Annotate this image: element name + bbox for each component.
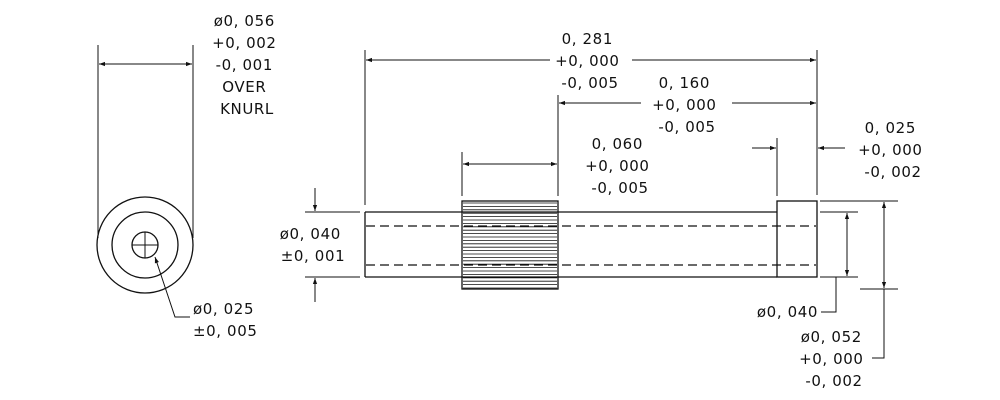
overall-length-label: 0, 281 +0, 000 -0, 005 — [555, 30, 625, 92]
knurl-dia-label: ø0, 056 +0, 002 -0, 001 OVER KNURL — [212, 12, 282, 118]
middle-circle — [111, 211, 179, 279]
knurl-length-label: 0, 060 +0, 000 -0, 005 — [585, 135, 655, 197]
shaft-dia-label: ø0, 040 ±0, 001 — [280, 225, 346, 265]
knurled-section — [461, 200, 559, 290]
leader-bore-dia — [154, 256, 190, 318]
leader-collar-inner-dia — [821, 277, 837, 313]
leader-collar-outer-dia — [872, 289, 885, 359]
collar-length-label: 0, 025 +0, 000 -0, 002 — [858, 119, 928, 181]
outer-knurl-circle — [96, 196, 194, 294]
collar-inner-dia-label: ø0, 040 — [757, 303, 818, 321]
side-view: 0, 281 +0, 000 -0, 005 0, 160 +0, 000 -0… — [280, 30, 928, 390]
collar — [776, 200, 818, 278]
bore-dia-label: ø0, 025 ±0, 005 — [193, 300, 259, 340]
knurl-texture — [463, 202, 557, 289]
step-length-label: 0, 160 +0, 000 -0, 005 — [652, 74, 722, 136]
collar-outer-dia-label: ø0, 052 +0, 000 -0, 002 — [799, 328, 869, 390]
end-view: ø0, 056 +0, 002 -0, 001 OVER KNURL ø0, 0… — [96, 12, 282, 340]
